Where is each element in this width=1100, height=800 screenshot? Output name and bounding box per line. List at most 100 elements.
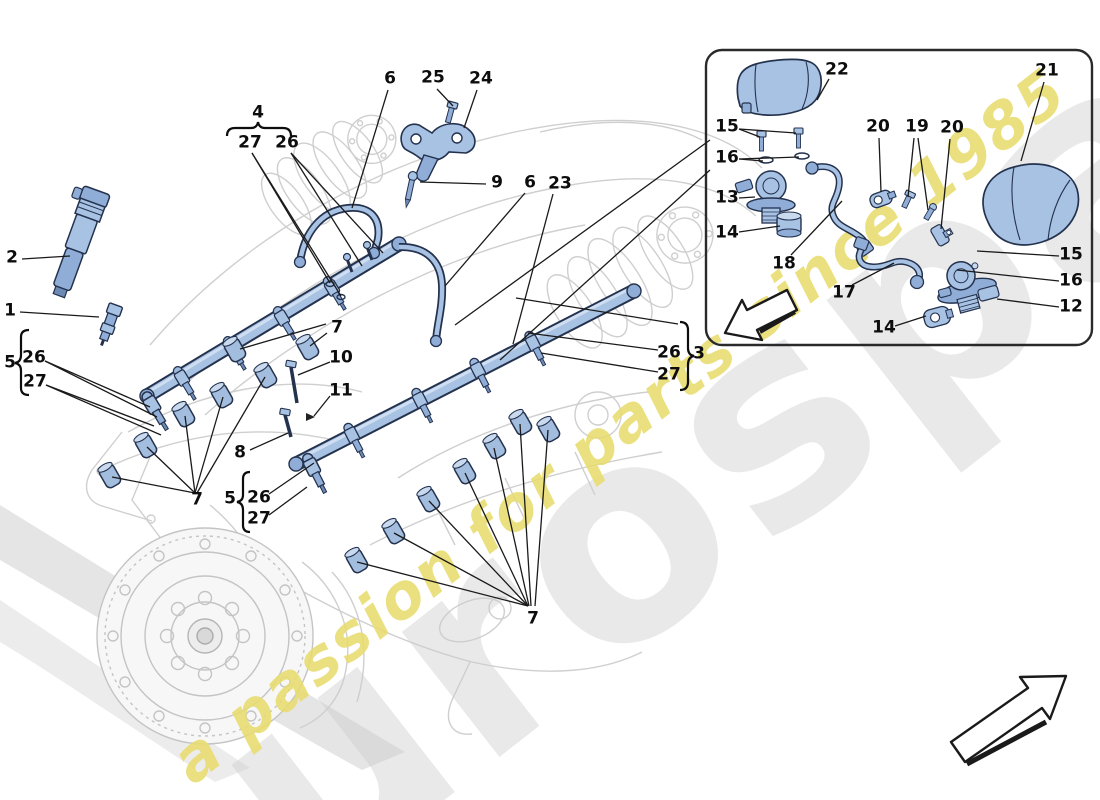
leader-line xyxy=(44,360,158,418)
callout-15: 15 xyxy=(1059,244,1083,265)
leader-line xyxy=(540,352,659,373)
direction-arrow-main xyxy=(949,674,1068,767)
callout-20: 20 xyxy=(940,117,964,138)
callout-14: 14 xyxy=(715,222,739,243)
leader-line xyxy=(184,415,196,494)
bracket-screw xyxy=(444,100,459,124)
callout-27: 27 xyxy=(657,364,681,385)
retaining-pin xyxy=(404,170,418,209)
leader-line xyxy=(419,181,487,185)
hp-fuel-pump-12 xyxy=(937,261,1000,314)
leader-line xyxy=(956,269,1060,282)
leader-line xyxy=(515,297,679,325)
leader-line xyxy=(878,137,882,193)
leader-line xyxy=(907,137,915,198)
leader-line xyxy=(738,156,800,160)
callout-12: 12 xyxy=(1059,296,1083,317)
pump-screws-15 xyxy=(756,127,804,152)
callout-16: 16 xyxy=(1059,270,1083,291)
callout-16: 16 xyxy=(715,147,739,168)
callout-7: 7 xyxy=(331,317,343,338)
leader-line xyxy=(297,361,331,376)
leader-line xyxy=(194,396,224,494)
leader-line xyxy=(290,152,363,267)
leader-line xyxy=(249,432,289,451)
callout-5: 5 xyxy=(4,352,16,373)
leader-line xyxy=(738,196,756,199)
brace-group-5-left xyxy=(14,328,30,397)
inset-detail-box xyxy=(704,48,1094,347)
leader-line xyxy=(976,250,1060,257)
callout-13: 13 xyxy=(715,187,739,208)
fuel-pipe-17 xyxy=(853,236,925,290)
brace-group-5-lower xyxy=(236,470,251,534)
callout-18: 18 xyxy=(772,253,796,274)
callout-7: 7 xyxy=(527,608,539,629)
leader-line xyxy=(790,200,843,256)
direction-arrow-inset xyxy=(723,288,799,342)
pump-lock-ring-14 xyxy=(776,211,802,238)
callout-1: 1 xyxy=(4,300,16,321)
rail-fixing-hardware xyxy=(325,240,374,301)
brace-group-4 xyxy=(225,121,293,137)
callout-21: 21 xyxy=(1035,60,1059,81)
leader-line xyxy=(1020,81,1045,162)
callout-8: 8 xyxy=(234,442,246,463)
leader-line xyxy=(239,323,327,350)
callout-27: 27 xyxy=(23,371,47,392)
callout-15: 15 xyxy=(715,116,739,137)
leader-line xyxy=(19,311,100,318)
leader-line xyxy=(313,395,331,417)
leader-line xyxy=(894,315,927,327)
leader-line xyxy=(940,138,951,230)
callout-3: 3 xyxy=(693,343,705,364)
callout-25: 25 xyxy=(421,67,445,88)
callout-27: 27 xyxy=(238,132,262,153)
callout-26: 26 xyxy=(247,487,271,508)
leader-line xyxy=(268,462,315,495)
clamp-bolt-19 xyxy=(901,189,916,209)
callout-27: 27 xyxy=(247,508,271,529)
leader-line xyxy=(738,225,781,233)
leader-line xyxy=(251,152,331,284)
callout-braces xyxy=(14,121,695,534)
flywheel-ghost xyxy=(96,527,314,745)
rail-stud-bolts xyxy=(279,359,315,438)
callout-6: 6 xyxy=(384,68,396,89)
leader-line xyxy=(851,262,895,286)
leader-line xyxy=(309,332,328,347)
leader-line xyxy=(519,423,532,607)
pipe-clamp-sensor-20 xyxy=(930,224,954,247)
brace-group-3 xyxy=(679,320,695,392)
leader-line xyxy=(356,561,529,607)
callout-7: 7 xyxy=(191,489,203,510)
pipe-clamp-20 xyxy=(869,189,897,209)
callout-22: 22 xyxy=(825,59,849,80)
callout-5: 5 xyxy=(224,488,236,509)
leader-line xyxy=(111,476,196,494)
leader-line xyxy=(917,137,929,211)
pump-clamp-14 xyxy=(923,305,955,329)
leader-line xyxy=(146,446,196,494)
leader-line xyxy=(738,128,761,138)
leader-line xyxy=(499,169,711,361)
leader-line xyxy=(351,89,389,209)
leader-line xyxy=(527,332,659,351)
callout-26: 26 xyxy=(657,342,681,363)
leader-line xyxy=(738,128,797,134)
leader-lines-layer xyxy=(19,78,1060,607)
leader-line xyxy=(428,500,529,607)
callout-2: 2 xyxy=(6,247,18,268)
callout-14: 14 xyxy=(872,317,896,338)
intake-duct-right xyxy=(546,206,714,349)
leader-line xyxy=(534,429,549,607)
leader-line xyxy=(463,89,478,129)
callout-9: 9 xyxy=(491,172,503,193)
pump-cover-22 xyxy=(736,58,822,116)
spark-plug xyxy=(98,302,124,347)
leader-line xyxy=(454,139,711,326)
leader-line xyxy=(444,192,526,287)
leader-line xyxy=(493,447,530,607)
